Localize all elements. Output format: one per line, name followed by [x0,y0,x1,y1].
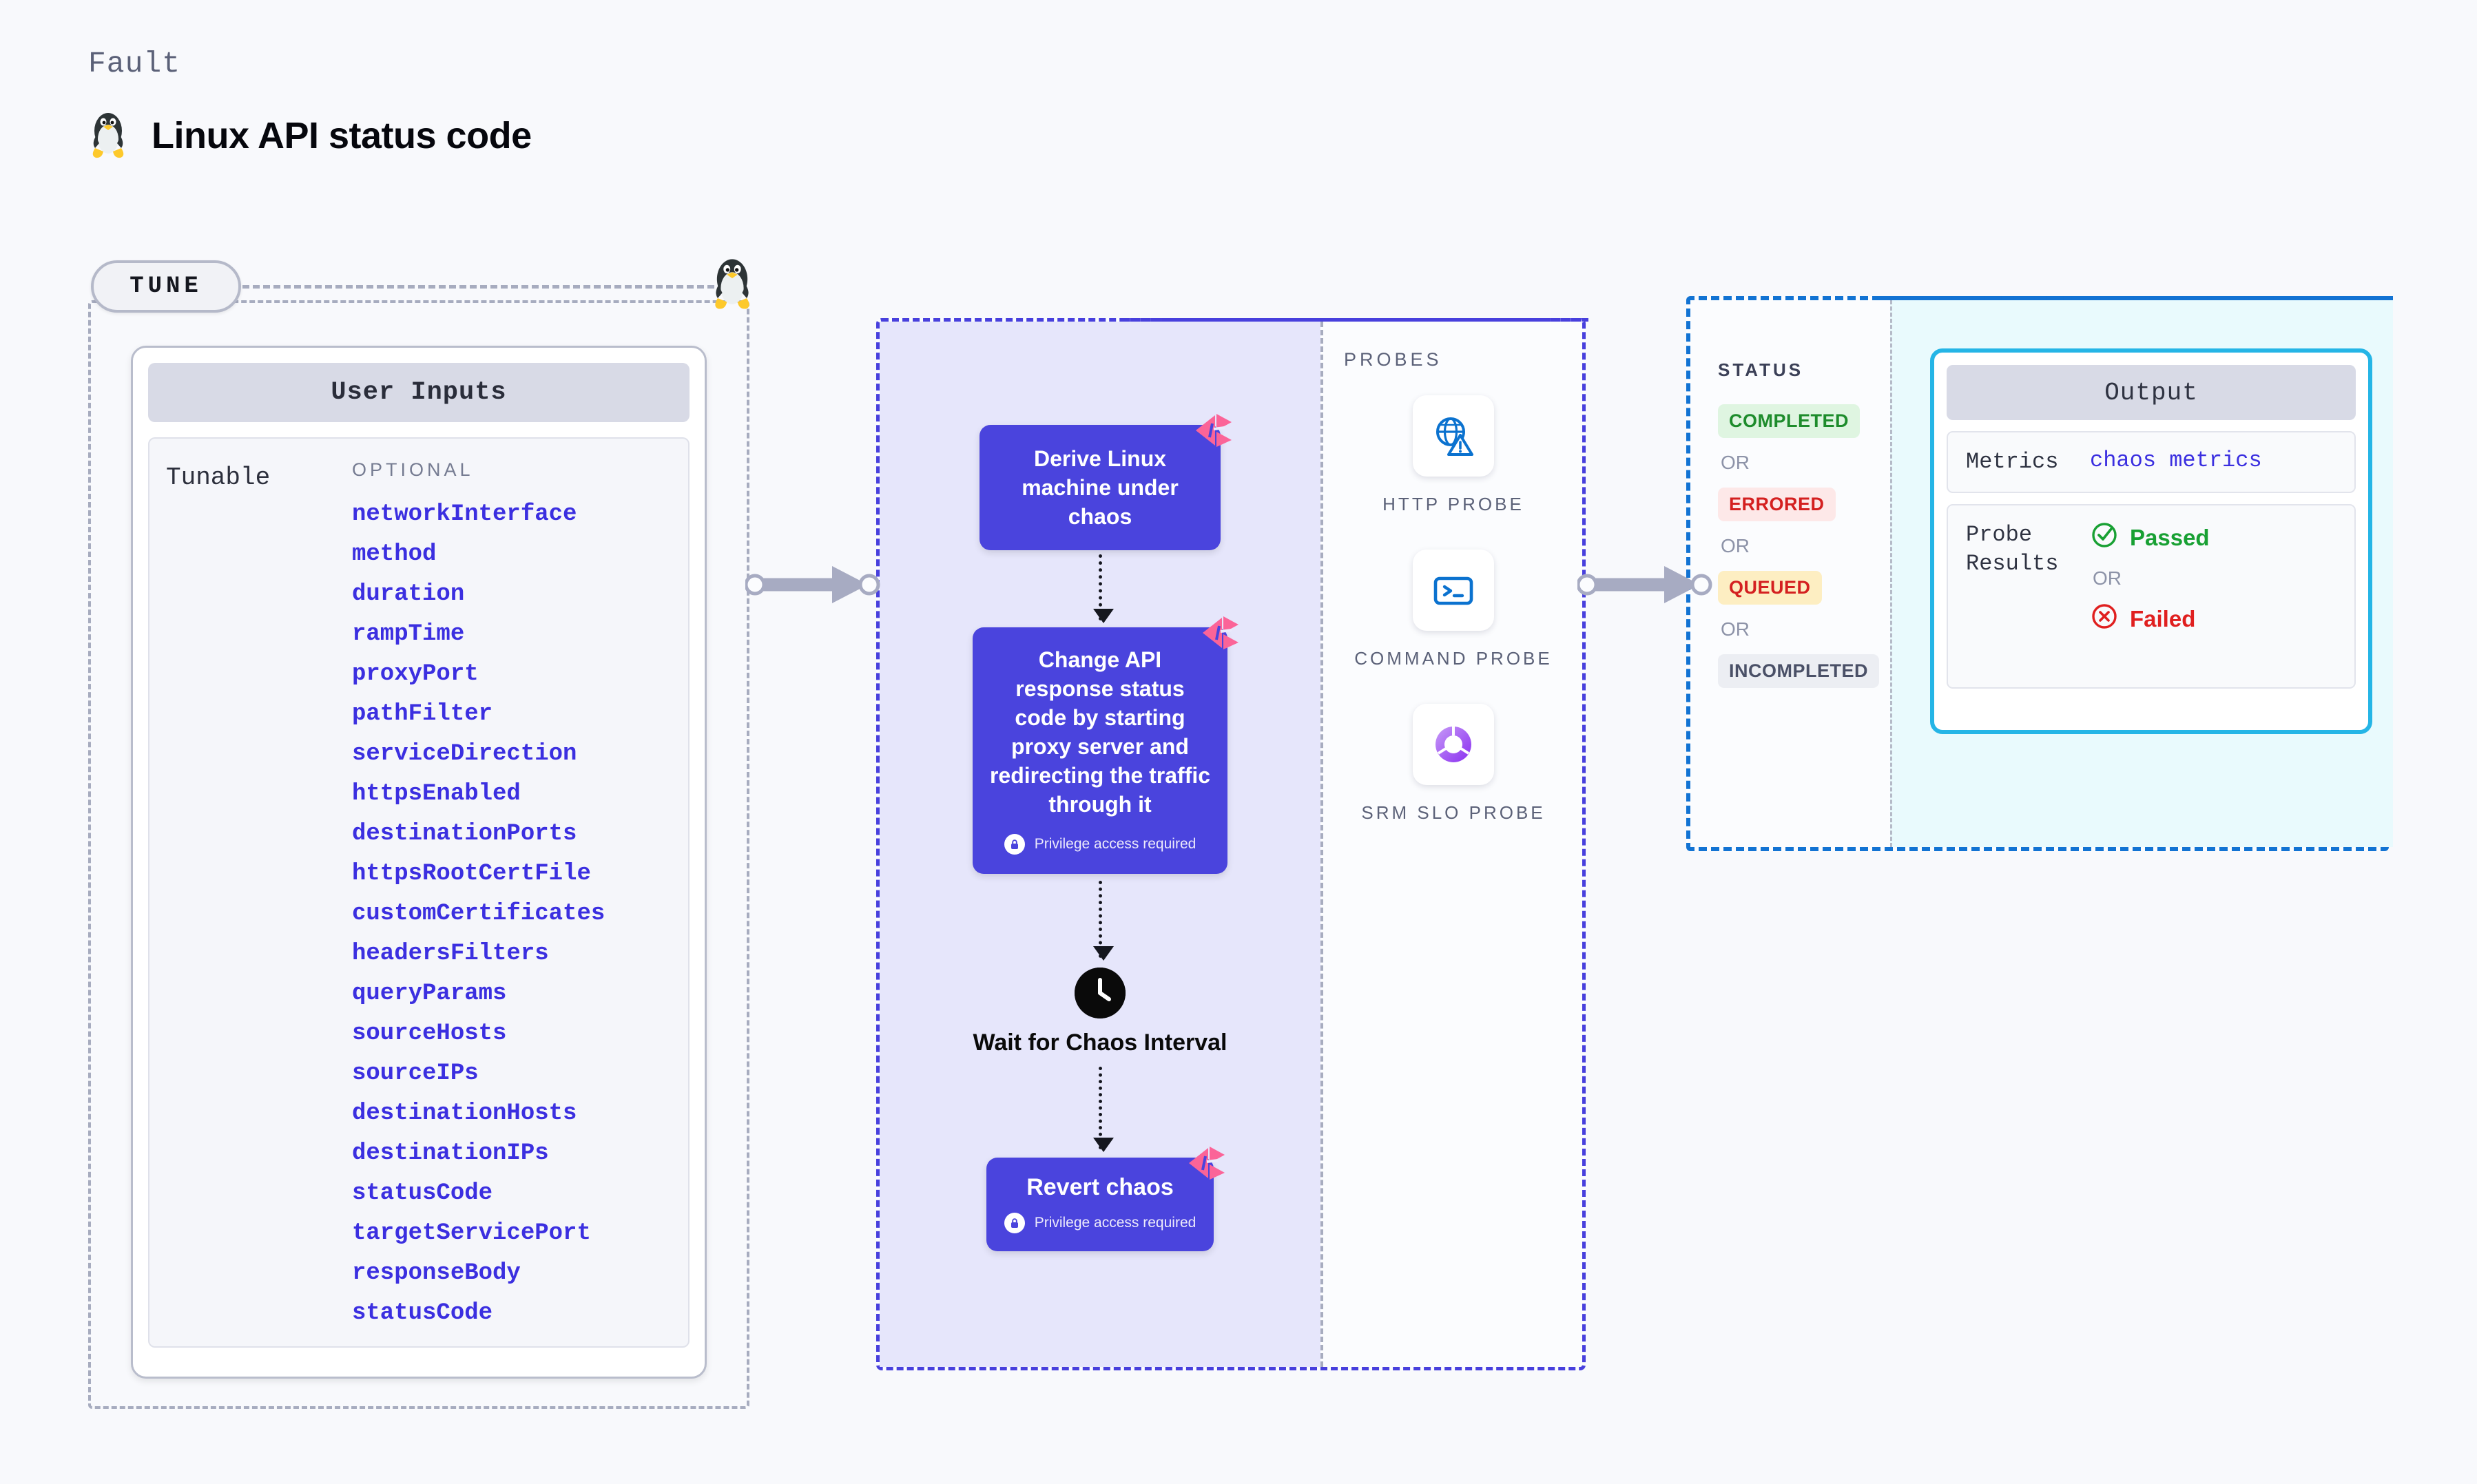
tunable-item[interactable]: targetServicePort [352,1220,591,1246]
tux-penguin-icon [88,110,128,161]
metrics-key: Metrics [1966,449,2059,474]
status-title: STATUS [1718,359,1804,380]
tunable-item[interactable]: customCertificates [352,901,605,927]
globe-warning-icon [1413,395,1494,477]
tunable-item[interactable]: proxyPort [352,661,479,687]
probe-http[interactable]: HTTP PROBE [1320,395,1586,516]
check-circle-icon [2090,521,2119,555]
tune-stage [88,300,749,1409]
probes-column: PROBES HTTP PROBE [1320,322,1586,1367]
lock-icon [1004,1213,1025,1233]
revert-chaos-label: Revert chaos [1026,1174,1174,1200]
status-badge: QUEUED [1718,571,1822,605]
status-badge: ERRORED [1718,488,1836,521]
result-connector-line [1878,296,2393,300]
harness-ribbon-icon [1201,615,1240,651]
probe-results-values: Passed OR Failed [2090,521,2210,672]
probe-result-failed: Failed [2090,602,2210,636]
probe-label: HTTP PROBE [1382,494,1524,514]
fault-kicker: Fault [88,47,181,81]
probes-divider [1320,322,1323,1367]
tunable-item[interactable]: sourceIPs [352,1060,479,1087]
probes-title: PROBES [1344,349,1442,370]
page-title: Linux API status code [152,115,532,156]
flow-arrow [1092,1067,1114,1152]
connector-tune-to-execution [744,559,883,614]
tunable-item[interactable]: pathFilter [352,701,493,727]
or-label: OR [1721,535,1750,556]
tunable-item[interactable]: httpsRootCertFile [352,861,591,887]
tunable-item[interactable]: responseBody [352,1260,521,1286]
result-stage: STATUS COMPLETED OR ERRORED OR QUEUED OR… [1686,296,2393,851]
tune-connector-line [242,285,725,289]
tunable-label: Tunable [166,463,271,492]
tunable-section: Tunable OPTIONAL networkInterface method… [148,437,690,1348]
execution-step-label: Derive Linux machine under chaos [1022,446,1179,529]
probe-label: COMMAND PROBE [1354,648,1553,669]
status-column: STATUS COMPLETED OR ERRORED OR QUEUED OR… [1718,359,1890,688]
tux-penguin-connector-icon [709,256,755,316]
tunable-item[interactable]: method [352,541,437,567]
wait-for-chaos-interval-label: Wait for Chaos Interval [973,1030,1227,1056]
probe-command[interactable]: COMMAND PROBE [1320,550,1586,671]
probe-label: SRM SLO PROBE [1361,802,1546,823]
or-label: OR [2093,567,2122,589]
page-title-row: Linux API status code [88,110,532,161]
privilege-label: Privilege access required [1034,836,1196,852]
privilege-label: Privilege access required [1034,1215,1196,1231]
execution-step-label: Change API response status code by start… [989,647,1211,817]
tunable-item[interactable]: statusCode [352,1180,493,1206]
flow-arrow [1092,881,1114,961]
output-probe-results-row: Probe Results Passed OR [1947,504,2356,689]
execution-step-derive[interactable]: Derive Linux machine under chaos [980,414,1232,550]
x-circle-icon [2090,602,2119,636]
or-label: OR [1721,452,1750,473]
tunable-item[interactable]: headersFilters [352,941,549,967]
failed-label: Failed [2130,606,2196,631]
output-metrics-row: Metrics chaos metrics [1947,431,2356,493]
terminal-icon [1413,550,1494,631]
status-badge: COMPLETED [1718,404,1861,438]
probe-srm-slo[interactable]: SRM SLO PROBE [1320,704,1586,825]
tunable-item[interactable]: queryParams [352,981,507,1007]
privilege-notice: Privilege access required [988,830,1212,859]
output-card: Output Metrics chaos metrics Probe Resul… [1930,348,2372,734]
user-inputs-card: User Inputs Tunable OPTIONAL networkInte… [131,346,707,1379]
connector-execution-to-result [1576,559,1715,614]
tunable-item[interactable]: rampTime [352,621,465,647]
tunable-item[interactable]: destinationPorts [352,821,577,847]
user-inputs-title: User Inputs [148,363,690,422]
execution-step-revert-chaos[interactable]: Revert chaos Privilege access required [986,1147,1225,1251]
tune-badge[interactable]: TUNE [91,260,241,313]
tunable-item[interactable]: destinationHosts [352,1100,577,1127]
probe-results-key: Probe Results [1966,522,2059,576]
lock-icon [1004,834,1025,855]
flow-arrow [1092,554,1114,623]
tunable-item[interactable]: httpsEnabled [352,781,521,807]
status-badge: INCOMPLETED [1718,654,1880,688]
execution-stage: Derive Linux machine under chaos Change … [876,318,1586,1370]
metrics-value[interactable]: chaos metrics [2090,448,2262,473]
result-inner-divider [1890,300,1892,847]
tunable-item[interactable]: duration [352,581,465,607]
passed-label: Passed [2130,525,2210,550]
probe-result-passed: Passed [2090,521,2210,555]
execution-step-change-status-code[interactable]: Change API response status code by start… [973,616,1238,874]
clock-icon [1075,968,1126,1018]
or-label: OR [1721,618,1750,640]
output-title: Output [1947,365,2356,420]
harness-ribbon-icon [1194,412,1233,448]
execution-connector-line [1123,318,1588,322]
optional-label: OPTIONAL [352,459,474,480]
tunable-item-list: OPTIONAL networkInterface method duratio… [352,459,672,1333]
tunable-item[interactable]: networkInterface [352,501,577,527]
tunable-item[interactable]: sourceHosts [352,1021,507,1047]
tunable-item[interactable]: serviceDirection [352,741,577,767]
srm-slo-donut-icon [1413,704,1494,785]
tunable-item[interactable]: destinationIPs [352,1140,549,1167]
tunable-item[interactable]: statusCode [352,1300,493,1326]
execution-flow: Derive Linux machine under chaos Change … [880,322,1320,1367]
harness-ribbon-icon [1188,1145,1226,1181]
privilege-notice: Privilege access required [1002,1209,1199,1237]
